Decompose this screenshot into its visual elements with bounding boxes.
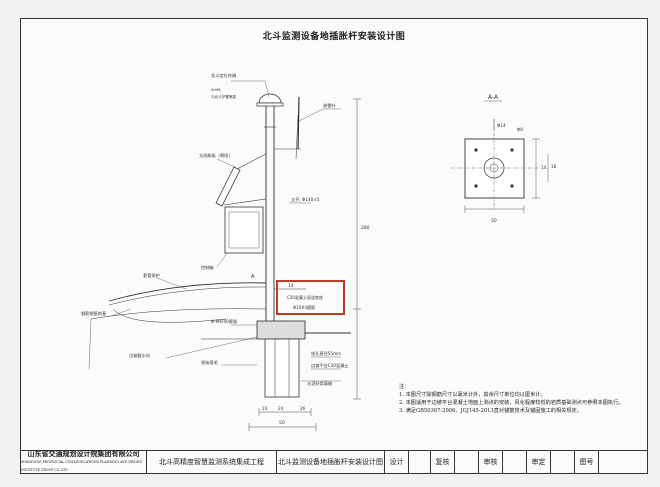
drawing-name: 北斗监测设备地插胀杆安装设计图 (277, 451, 385, 473)
project-name: 北斗高精度智慧监测系统集成工程 (147, 451, 277, 473)
org-cell: 山东省交通规划设计院集团有限公司 SHANDONG PROVINCIAL COM… (21, 449, 147, 473)
label-rebar: Φ10#4箍筋 (293, 304, 315, 310)
sec-dim-phi: Φ14 (497, 123, 506, 128)
section-marker-left: A (251, 274, 255, 280)
sec-dim-14: 14 (541, 165, 547, 170)
label-drain: 边坡截水沟 (129, 352, 150, 359)
label-lightning-rod: 避雷针 (323, 102, 336, 109)
diagram-labels: 北斗定位终端 Φ-M6 与北斗护置等高 避雷针 太阳能板（朝阳） 立杆, Φ14… (81, 72, 557, 426)
highlight-box (276, 280, 345, 315)
note-item: 3. 满足GB50367-2006、JGJ145-2013直对锚筋技术及锚固施工… (399, 408, 582, 414)
design-value (409, 451, 431, 473)
control-box (224, 206, 264, 254)
label-beidou-antenna: 北斗定位终端 (211, 72, 236, 79)
leader-lines (110, 80, 341, 382)
drawing-no-label: 图号 (575, 451, 599, 473)
label-antenna-sub2: 与北斗护置等高 (211, 94, 237, 99)
dim-26: 26 (300, 406, 306, 411)
foundation (201, 320, 351, 398)
sec-dim-50: 50 (491, 218, 497, 224)
label-control-box: 控制箱 (201, 264, 214, 271)
notes-heading: 注： (399, 384, 410, 390)
label-antenna-sub: Φ-M6 (211, 88, 221, 92)
review-value (503, 451, 527, 473)
label-slope-top: 边坡平台C30混凝土 (311, 362, 349, 369)
sec-dim-18: 18 (551, 164, 557, 169)
label-concrete: C30混凝土现浇底座 (287, 294, 323, 300)
label-guardrail: 套管保护 (143, 272, 160, 279)
section-title: A-A (488, 94, 499, 101)
pole (264, 106, 276, 324)
dim-24: 24 (278, 406, 284, 411)
title-block: 山东省交通规划设计院集团有限公司 SHANDONG PROVINCIAL COM… (21, 450, 647, 473)
sec-dim-phi8: Φ8 (517, 127, 523, 132)
label-grade: 原始基毛 (201, 359, 219, 366)
drawing-no-value (599, 451, 647, 473)
label-pole-spec: 立杆, Φ140×5 (291, 196, 320, 203)
drawing-sheet: 北斗监测设备地插胀杆安装设计图 (20, 18, 648, 474)
note-item: 1. 本图尺寸除钢筋尺寸以毫米计外，其余尺寸单位均以厘米计。 (399, 392, 546, 398)
installation-diagram: A-A 北斗定位终端 Φ-M6 与北斗护置等高 避雷针 (81, 72, 557, 431)
approve-label: 审定 (527, 451, 551, 473)
dimension-lines (248, 98, 361, 431)
review-label: 审核 (479, 451, 503, 473)
section-a-a: A-A (451, 94, 549, 213)
check-label: 复核 (431, 451, 455, 473)
approve-value (551, 451, 575, 473)
label-steel-wire: 钢筋钢筋地基 (81, 310, 107, 317)
label-solar-panel: 太阳能板（朝阳） (199, 152, 233, 159)
label-water-check: 水泥砂浆填缝 (307, 380, 333, 387)
label-bolt: Φ-M6/40膨胀 (211, 318, 238, 325)
org-name: 山东省交通规划设计院集团有限公司 (27, 449, 140, 458)
slope-ground (88, 282, 267, 370)
check-value (455, 451, 479, 473)
beidou-antenna (256, 93, 284, 107)
note-item: 2. 本图适用于边坡平台混凝土地面上测点的安装，风化程度较低的岩质基础测点可参照… (399, 400, 624, 406)
solar-panel (215, 153, 267, 207)
label-drill: 钻孔直径55mm (311, 350, 341, 357)
lightning-rod (274, 96, 324, 160)
org-name-en: SHANDONG PROVINCIAL COMMUNICATIONS PLANN… (21, 460, 143, 472)
drawing-title: 北斗监测设备地插胀杆安装设计图 (262, 32, 406, 42)
notes: 注： 1. 本图尺寸除钢筋尺寸以毫米计外，其余尺寸单位均以厘米计。 2. 本图适… (399, 383, 639, 415)
dim-50: 50 (279, 420, 285, 426)
design-label: 设计 (385, 451, 409, 473)
dim-pole-height: 280 (361, 225, 370, 231)
dim-10: 10 (262, 406, 268, 411)
dim-14: 14 (288, 283, 294, 289)
